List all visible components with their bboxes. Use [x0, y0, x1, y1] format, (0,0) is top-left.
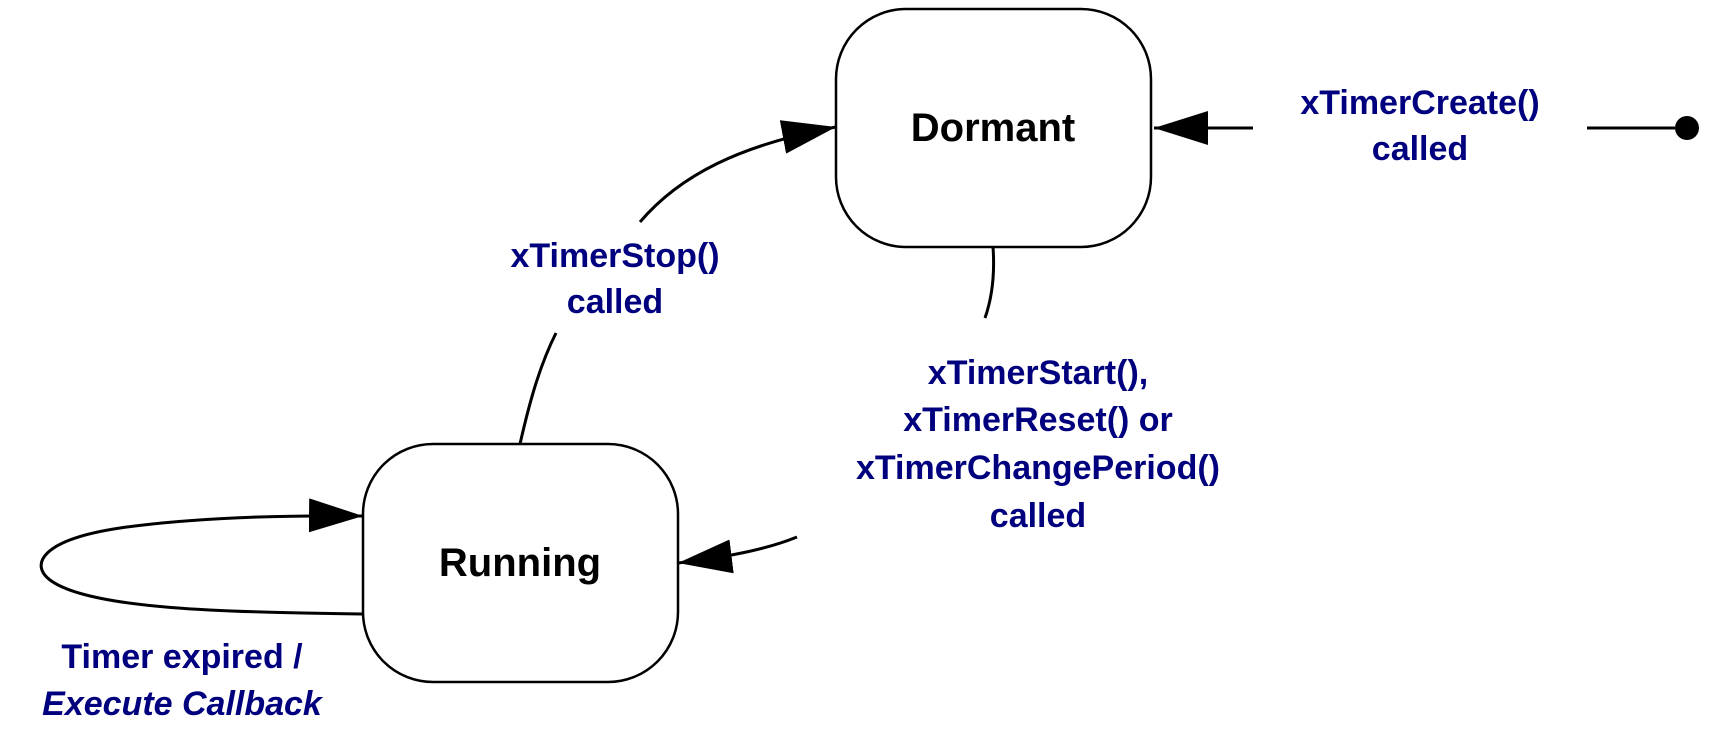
stop-edge-upper — [638, 120, 837, 223]
expired-transition-label: Timer expired / Execute Callback — [42, 638, 324, 723]
expired-label-line2: Execute Callback — [42, 685, 324, 723]
stop-transition-label: xTimerStop() called — [510, 237, 719, 321]
stop-label-line1: xTimerStop() — [510, 237, 719, 275]
start-label-line1: xTimerStart(), — [928, 354, 1148, 392]
start-edge-upper — [983, 246, 996, 319]
create-label-line2: called — [1372, 130, 1468, 168]
running-state-label: Running — [439, 541, 601, 585]
stop-label-line2: called — [567, 283, 663, 321]
stop-edge-lower — [518, 332, 558, 445]
dormant-state-label: Dormant — [911, 106, 1075, 150]
start-transition-label: xTimerStart(), xTimerReset() or xTimerCh… — [856, 354, 1220, 535]
start-edge-lower — [677, 535, 798, 574]
expired-self-loop — [39, 498, 364, 616]
create-transition-label: xTimerCreate() called — [1300, 84, 1539, 168]
start-label-line4: called — [990, 497, 1086, 535]
start-label-line2: xTimerReset() or — [903, 401, 1173, 439]
initial-state-dot — [1675, 116, 1699, 140]
start-label-line3: xTimerChangePeriod() — [856, 449, 1220, 487]
expired-label-line1: Timer expired / — [61, 638, 303, 676]
create-label-line1: xTimerCreate() — [1300, 84, 1539, 122]
